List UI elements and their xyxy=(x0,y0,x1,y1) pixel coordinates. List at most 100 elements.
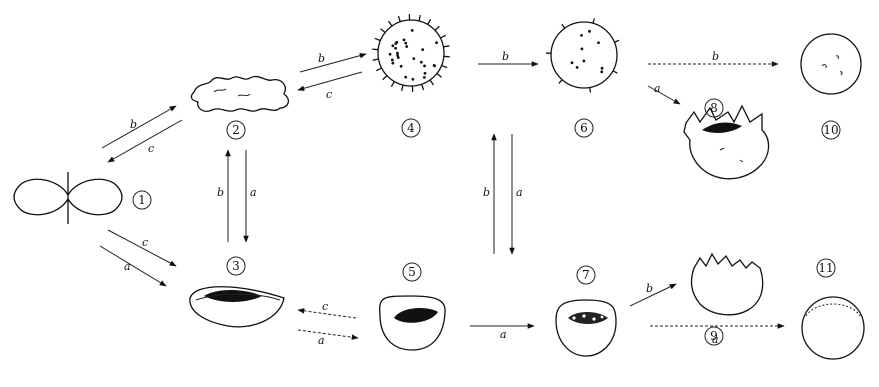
cell-10-spherocyte xyxy=(801,34,861,94)
surface-dot xyxy=(601,67,604,70)
stage-number-6: 6 xyxy=(575,119,593,137)
surface-dot xyxy=(581,47,584,50)
stage-number-text: 5 xyxy=(408,265,416,279)
spike xyxy=(444,56,450,57)
surface-dot xyxy=(582,60,585,63)
stage-number-text: 1 xyxy=(138,193,146,207)
spike xyxy=(376,68,381,71)
label-a: a xyxy=(318,334,325,347)
spike xyxy=(442,65,448,67)
cell-6-sphero-echinocyte xyxy=(546,18,619,92)
stage-number-text: 10 xyxy=(823,123,838,137)
surface-dot xyxy=(403,39,406,42)
spike xyxy=(389,21,392,26)
stage-number-7: 7 xyxy=(577,266,595,284)
stage-number-text: 2 xyxy=(232,123,240,137)
stage-number-text: 8 xyxy=(710,101,718,115)
stage-number-1: 1 xyxy=(133,191,151,209)
spike xyxy=(440,35,445,38)
surface-dot xyxy=(411,78,414,81)
surface-dot xyxy=(576,66,579,69)
surface-dot xyxy=(389,53,392,56)
arrow-1-2-b xyxy=(102,106,176,148)
cell-4-echinocyte xyxy=(372,14,450,92)
spike xyxy=(428,19,431,24)
stage-number-text: 7 xyxy=(582,268,590,282)
cell-8-damaged xyxy=(684,106,769,179)
cell-1-discocyte xyxy=(14,172,122,224)
surface-dot xyxy=(405,45,408,48)
arrow-3-5-a xyxy=(298,330,358,338)
surface-dot xyxy=(400,65,403,68)
stage-number-text: 11 xyxy=(818,261,833,275)
stage-number-10: 10 xyxy=(822,121,840,139)
stage-number-3: 3 xyxy=(227,257,245,275)
spike xyxy=(437,74,442,78)
label-b: b xyxy=(130,118,137,131)
surface-dot xyxy=(394,47,397,50)
label-b: b xyxy=(217,186,224,199)
arrow-2-4-b xyxy=(300,54,366,72)
surface-dot xyxy=(423,64,426,67)
cell-5-stomatocyte-2 xyxy=(380,296,445,350)
stage-number-9: 9 xyxy=(705,327,723,345)
stage-number-text: 6 xyxy=(580,121,588,135)
stage-number-8: 8 xyxy=(705,99,723,117)
cell-11-spherocyte xyxy=(802,297,864,359)
spike xyxy=(419,15,420,21)
spike xyxy=(593,18,594,23)
surface-dot xyxy=(424,72,427,75)
surface-dot xyxy=(391,59,394,62)
arrow-6-8-a xyxy=(648,86,680,104)
spike xyxy=(562,24,565,28)
surface-dot xyxy=(423,76,426,79)
arrow-2-1-c xyxy=(108,120,182,162)
surface-dot xyxy=(580,34,583,37)
surface-dot xyxy=(404,42,407,45)
spike xyxy=(383,76,387,80)
surface-dot xyxy=(391,44,394,47)
surface-dot xyxy=(597,41,600,44)
surface-dot xyxy=(435,41,438,44)
stage-number-4: 4 xyxy=(402,119,420,137)
spike xyxy=(614,40,619,42)
stage-number-text: 3 xyxy=(232,259,240,273)
label-c: c xyxy=(322,300,328,313)
stage-number-2: 2 xyxy=(227,121,245,139)
surface-dot xyxy=(420,61,423,64)
surface-dot xyxy=(411,29,414,32)
stage-number-5: 5 xyxy=(403,263,421,281)
label-c: c xyxy=(148,142,154,155)
spike xyxy=(402,85,403,91)
arrow-1-3-a xyxy=(100,246,166,286)
label-c: c xyxy=(326,88,332,101)
surface-dot xyxy=(396,54,399,57)
surface-dot xyxy=(433,65,436,68)
surface-dot xyxy=(396,52,399,55)
surface-dot xyxy=(391,62,394,65)
stage-number-text: 9 xyxy=(710,329,718,343)
spike xyxy=(430,80,433,85)
surface-dot xyxy=(571,61,574,64)
label-b: b xyxy=(646,282,653,295)
stage-number-text: 4 xyxy=(407,121,415,135)
spike xyxy=(559,80,562,84)
cell-2-wavy xyxy=(191,76,288,111)
spike xyxy=(590,88,591,93)
surface-dot xyxy=(395,41,398,44)
cell-3-stomatocyte xyxy=(190,287,284,327)
spike xyxy=(373,59,379,60)
spike xyxy=(422,84,424,90)
surface-dot xyxy=(404,76,407,79)
spike xyxy=(443,46,449,47)
label-a: a xyxy=(250,186,257,199)
spike xyxy=(380,29,385,33)
surface-dot xyxy=(412,57,415,60)
surface-dot xyxy=(421,48,424,51)
label-b: b xyxy=(318,52,325,65)
label-a: a xyxy=(124,260,131,273)
stage-number-11: 11 xyxy=(817,259,835,277)
cell-9-spiked-cup xyxy=(692,254,763,315)
spike xyxy=(375,38,381,40)
